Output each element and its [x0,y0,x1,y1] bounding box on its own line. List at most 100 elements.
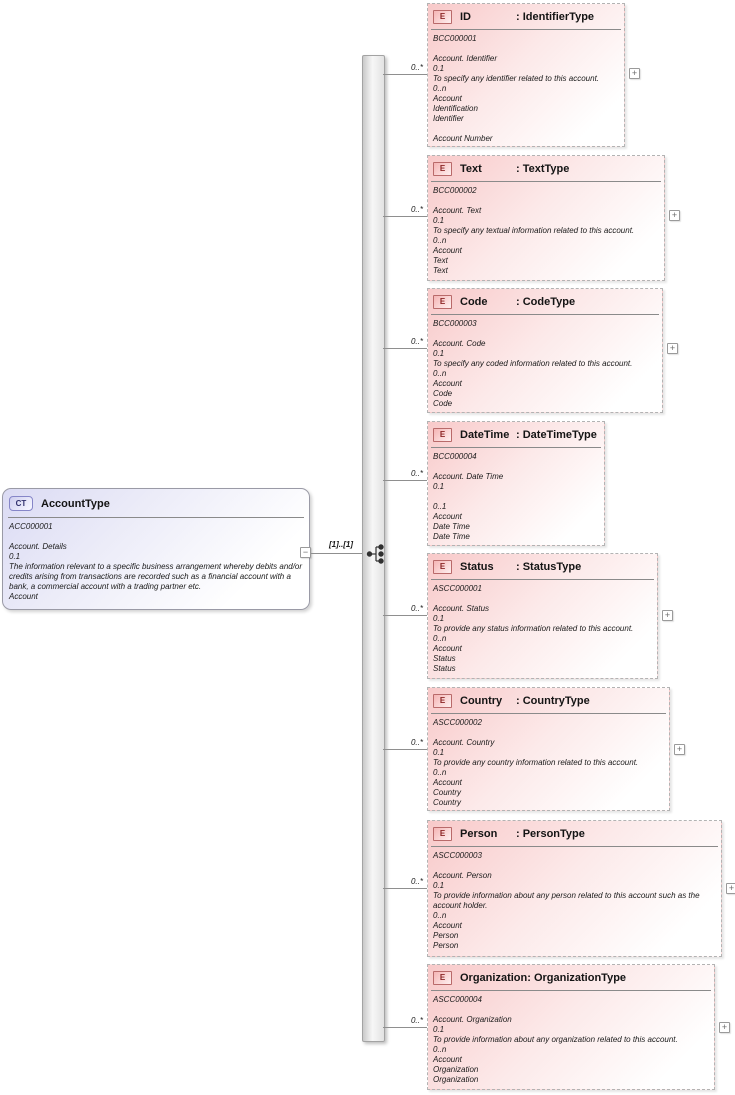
element-box-country[interactable]: E Country : CountryType ASCC000002 Accou… [427,687,670,811]
representation-term: Country [433,798,462,807]
divider [431,846,718,847]
connector-line [383,615,427,616]
cardinality: 0..n [433,1045,447,1054]
element-type: : TextType [516,162,570,175]
unique-id: BCC000003 [433,319,477,328]
version: 0.1 [433,748,445,757]
element-annotation: ASCC000003 Account. Person 0.1 To provid… [428,847,721,951]
sequence-bar [362,55,385,1042]
dictionary-entry-name: Account. Code [433,339,486,348]
definition: To provide any status information relate… [433,624,634,633]
unique-id: ACC000001 [9,522,53,531]
definition: To specify any coded information related… [433,359,633,368]
cardinality: 0..n [433,369,447,378]
object-class: Account [433,379,462,388]
unique-id: BCC000004 [433,452,477,461]
occurrence-label: 0..* [410,604,423,613]
element-type: : StatusType [516,560,582,573]
cardinality: 0..n [433,768,447,777]
property-term: Identification [433,104,478,113]
occurrence-label: 0..* [410,469,423,478]
element-name: Person [460,827,498,840]
expand-button[interactable]: + [662,610,673,621]
divider [431,447,601,448]
divider [431,181,661,182]
divider [431,713,666,714]
element-icon: E [433,161,452,176]
object-class: Account [433,94,462,103]
unique-id: ASCC000001 [433,584,482,593]
unique-id: ASCC000004 [433,995,482,1004]
element-annotation: ASCC000002 Account. Country 0.1 To provi… [428,714,669,808]
object-class: Account [433,644,462,653]
element-type: : IdentifierType [516,10,595,23]
complextype-header: CT AccountType [3,489,309,514]
dictionary-entry-name: Account. Details [9,542,67,551]
element-box-status[interactable]: E Status : StatusType ASCC000001 Account… [427,553,658,679]
complextype-icon: CT [9,496,33,511]
object-class: Account [433,921,462,930]
version: 0.1 [433,349,445,358]
element-type: : PersonType [516,827,585,840]
divider [431,579,654,580]
expand-button[interactable]: + [667,343,678,354]
dictionary-entry-name: Account. Date Time [433,472,504,481]
element-box-code[interactable]: E Code : CodeType BCC000003 Account. Cod… [427,288,663,413]
definition: To specify any textual information relat… [433,226,635,235]
version: 0.1 [433,614,445,623]
business-term: Account Number [433,134,493,143]
object-class: Account [433,512,462,521]
complextype-box-accounttype[interactable]: CT AccountType ACC000001 Account. Detail… [2,488,310,610]
expand-button[interactable]: + [669,210,680,221]
sequence-icon [366,544,384,564]
object-class: Account [433,1055,462,1064]
collapse-button[interactable]: − [300,547,311,558]
connector-line [383,216,427,217]
unique-id: ASCC000002 [433,718,482,727]
unique-id: ASCC000003 [433,851,482,860]
version: 0.1 [433,881,445,890]
occurrence-label: 0..* [410,205,423,214]
occurrence-label: 0..* [410,1016,423,1025]
element-box-organization[interactable]: E Organization : OrganizationType ASCC00… [427,964,715,1090]
element-type: : CountryType [516,694,590,707]
connector-line [383,888,427,889]
element-name: Text [460,162,482,175]
representation-term: Date Time [433,532,470,541]
version: 0.1 [9,552,21,561]
representation-term: Person [433,941,459,950]
element-box-id[interactable]: E ID : IdentifierType BCC000001 Account.… [427,3,625,147]
dictionary-entry-name: Account. Country [433,738,495,747]
representation-term: Code [433,399,453,408]
connector-line [383,749,427,750]
expand-button[interactable]: + [719,1022,730,1033]
cardinality: 0..n [433,911,447,920]
version: 0.1 [433,482,445,491]
occurrence-label: 0..* [410,877,423,886]
element-icon: E [433,9,452,24]
element-annotation: ASCC000001 Account. Status 0.1 To provid… [428,580,657,674]
connector-line [383,1027,427,1028]
occurrence-label: 0..* [410,738,423,747]
element-name: Status [460,560,494,573]
expand-button[interactable]: + [674,744,685,755]
expand-button[interactable]: + [629,68,640,79]
element-annotation: ASCC000004 Account. Organization 0.1 To … [428,991,714,1085]
divider [431,990,711,991]
unique-id: BCC000001 [433,34,477,43]
representation-term: Identifier [433,114,464,123]
expand-button[interactable]: + [726,883,735,894]
divider [431,314,659,315]
cardinality: 0..n [433,84,447,93]
element-box-person[interactable]: E Person : PersonType ASCC000003 Account… [427,820,722,957]
cardinality: 0..n [433,236,447,245]
version: 0.1 [433,64,445,73]
definition: To specify any identifier related to thi… [433,74,600,83]
element-box-datetime[interactable]: E DateTime : DateTimeType BCC000004 Acco… [427,421,605,546]
element-type: : CodeType [516,295,576,308]
complextype-annotation: ACC000001 Account. Details 0.1 The infor… [3,518,309,602]
element-type: : DateTimeType [516,428,597,441]
complextype-title: AccountType [41,497,110,510]
element-box-text[interactable]: E Text : TextType BCC000002 Account. Tex… [427,155,665,281]
